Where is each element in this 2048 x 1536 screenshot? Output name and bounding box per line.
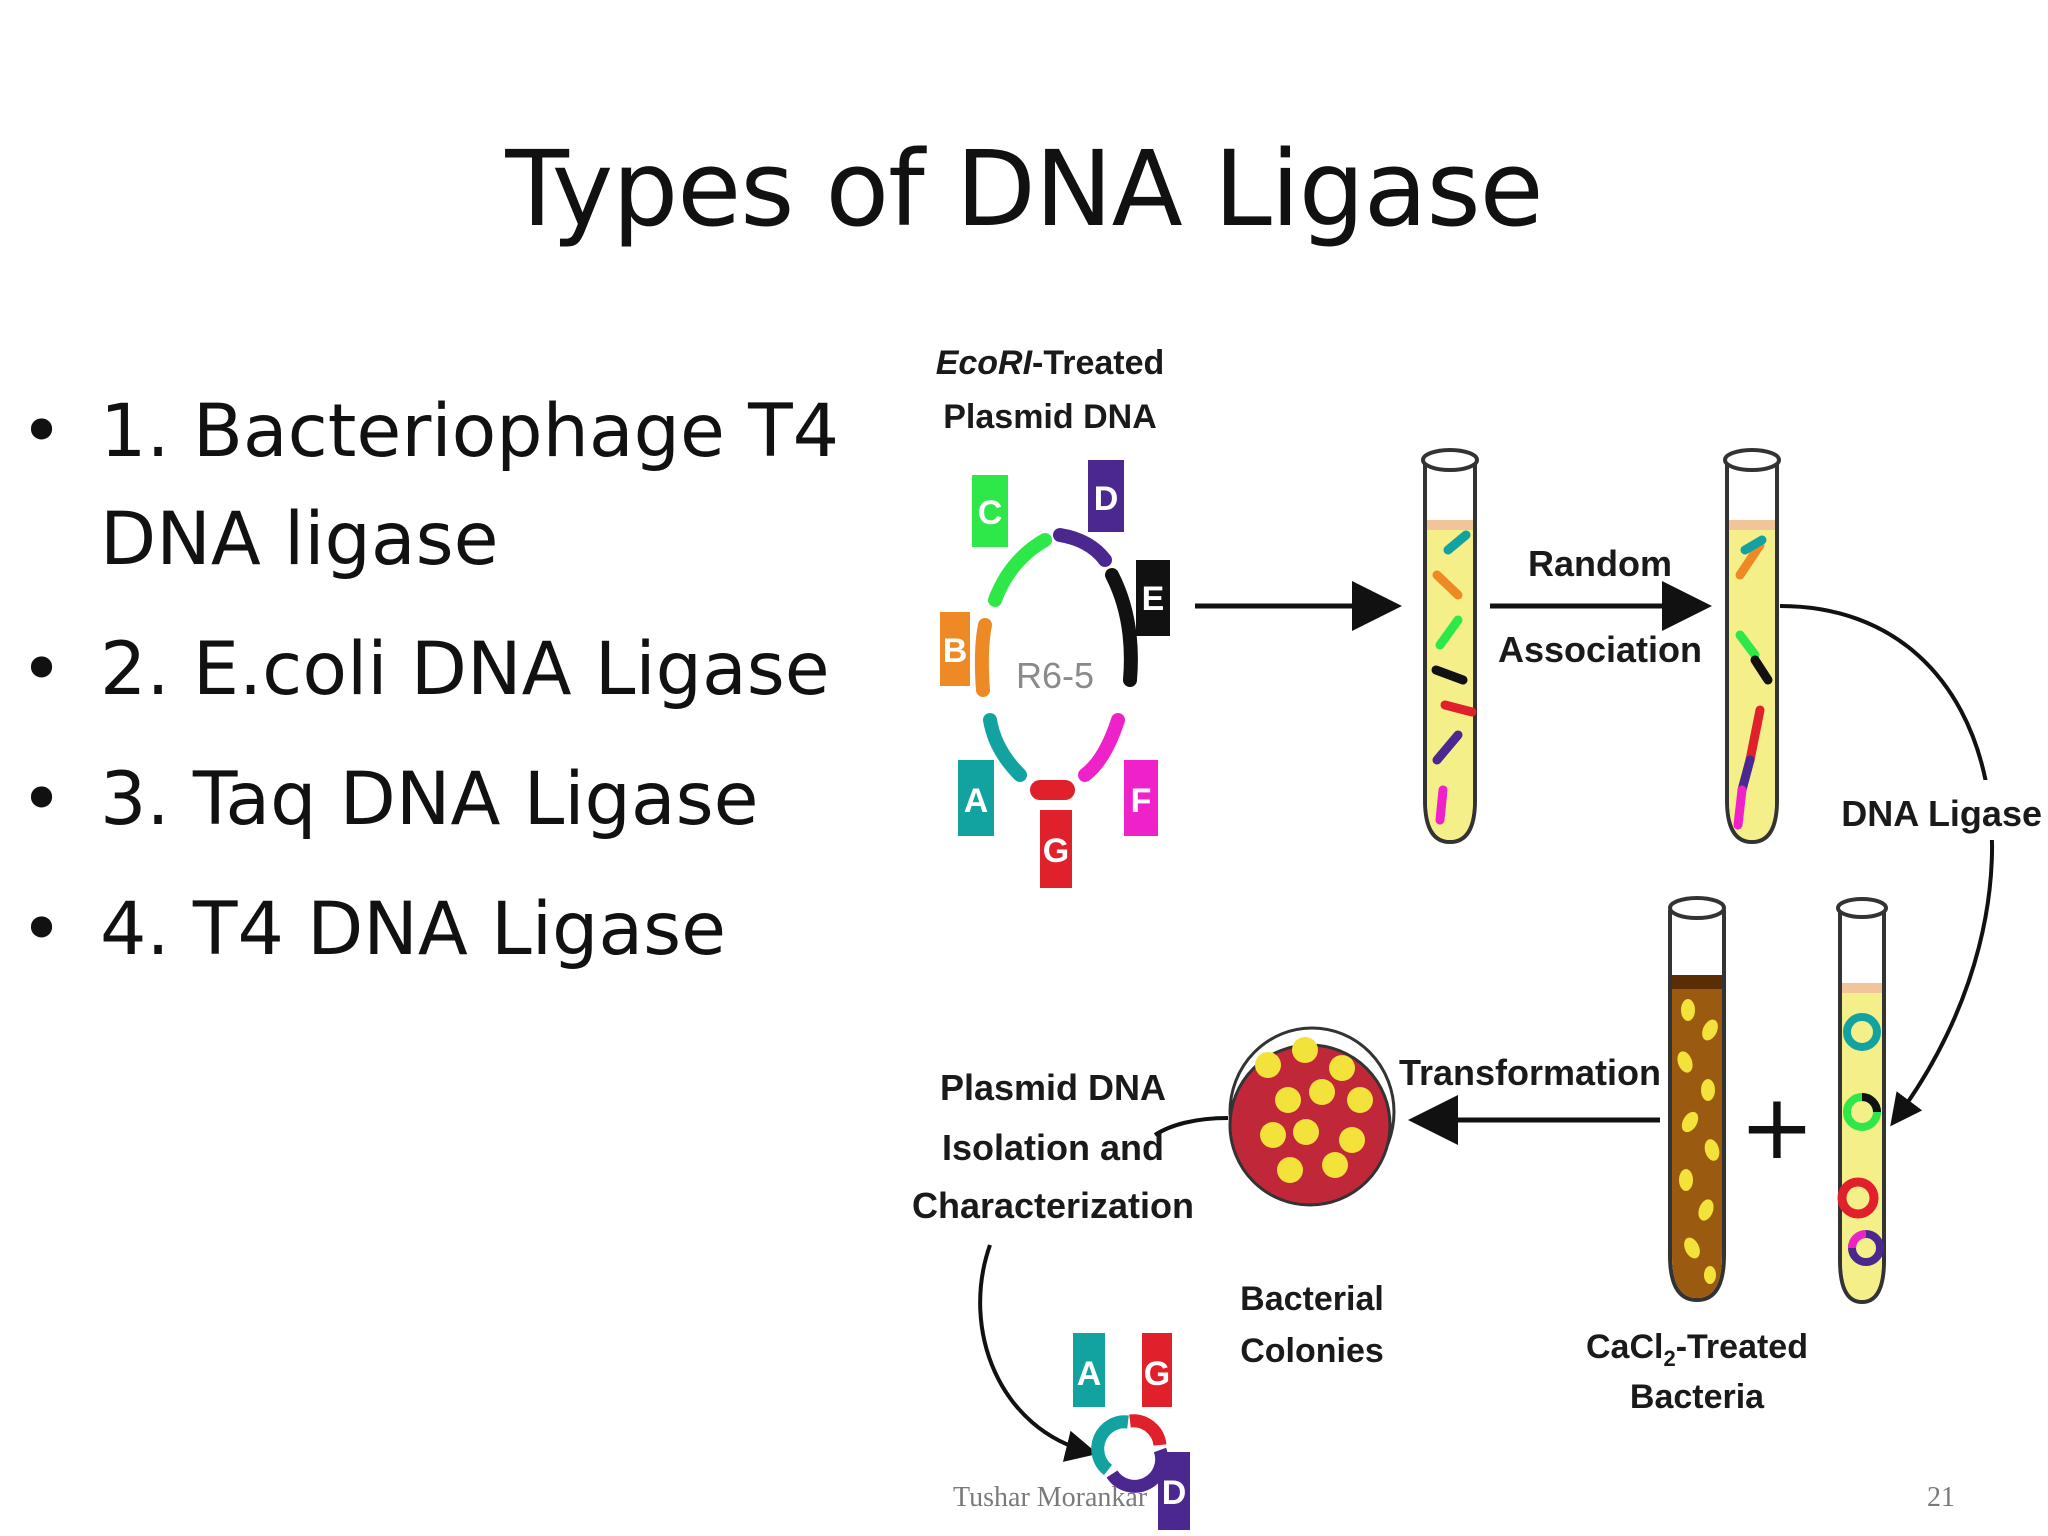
plasmid-label: EcoRI-Treated — [936, 344, 1165, 382]
tube-fragments — [1421, 448, 1479, 845]
footer-author: Tushar Morankar — [953, 1482, 1148, 1513]
plasmid-segment-f — [1078, 713, 1125, 782]
plasmid-segment-d — [1053, 528, 1112, 567]
bullet-text: 2. E.coli DNA Ligase — [100, 627, 830, 712]
fragment-letter-c: C — [978, 494, 1003, 532]
isolation-label: Plasmid DNA — [940, 1067, 1166, 1108]
result-letter-a: A — [1077, 1355, 1102, 1393]
bullet-dot: • — [20, 627, 64, 712]
bacterial-colonies — [1255, 1037, 1373, 1183]
result-letter-d: D — [1162, 1474, 1187, 1512]
cacl-label: CaCl2-Treated — [1586, 1328, 1808, 1371]
petri-dish — [1228, 1026, 1396, 1207]
result-box-d — [1158, 1452, 1190, 1530]
bullet-dot: • — [20, 887, 64, 972]
random-label: Random — [1528, 543, 1672, 584]
fragment-letter-d: D — [1094, 480, 1119, 518]
fragment-labels: C D E B A F G — [940, 460, 1170, 888]
colonies-label-line2: Colonies — [1240, 1332, 1384, 1370]
page-number: 21 — [1927, 1482, 1955, 1513]
plasmid-segment-c — [988, 533, 1052, 607]
transformation-label: Transformation — [1399, 1052, 1661, 1093]
bullet-text: 1. Bacteriophage T4 DNA ligase — [100, 389, 840, 582]
fragment-letter-f: F — [1131, 782, 1152, 820]
fragment-box-b — [940, 612, 970, 686]
bullet-item: • 1. Bacteriophage T4 DNA ligase — [20, 378, 880, 594]
tube-ligated — [1836, 897, 1888, 1305]
slide-title: Types of DNA Ligase — [505, 128, 1543, 250]
fragment-letter-a: A — [964, 782, 989, 820]
plasmid-name: R6-5 — [1016, 655, 1094, 696]
result-box-a — [1073, 1333, 1105, 1407]
bullet-dot: • — [20, 757, 64, 842]
plasmid-segment-a — [983, 713, 1027, 782]
bacteria-label: Bacteria — [1630, 1378, 1765, 1416]
ligase-label: DNA Ligase — [1841, 793, 2042, 834]
fragment-letter-g: G — [1043, 832, 1069, 870]
bullet-text: 3. Taq DNA Ligase — [100, 757, 759, 842]
bullet-text: 4. T4 DNA Ligase — [100, 887, 727, 972]
plus-sign: + — [1739, 1075, 1814, 1180]
isolation-label-line2: Isolation and — [942, 1127, 1164, 1168]
bullet-dot: • — [20, 389, 64, 474]
fragment-box-c — [972, 475, 1008, 547]
tube-associated — [1723, 448, 1781, 845]
fragment-box-a — [958, 760, 994, 836]
recombinant-plasmid: A G D — [1073, 1333, 1190, 1530]
bullet-item: • 4. T4 DNA Ligase — [20, 876, 880, 984]
fragment-box-f — [1124, 760, 1158, 836]
result-letter-g: G — [1144, 1355, 1170, 1393]
bullet-list: • 1. Bacteriophage T4 DNA ligase • 2. E.co… — [20, 378, 880, 1006]
isolation-label-line3: Characterization — [912, 1185, 1194, 1226]
tube-bacteria — [1668, 896, 1726, 1303]
isolation-connector — [1153, 1116, 1229, 1137]
association-label: Association — [1498, 629, 1702, 670]
result-box-g — [1142, 1333, 1172, 1407]
plasmid-segment-b — [974, 618, 992, 697]
bullet-item: • 2. E.coli DNA Ligase — [20, 616, 880, 724]
ligase-arrow — [1779, 604, 1994, 1127]
plasmid-ring — [974, 528, 1138, 800]
fragment-box-e — [1136, 560, 1170, 636]
plasmid-label-line2: Plasmid DNA — [943, 398, 1157, 436]
plasmid-segment-e — [1105, 568, 1138, 687]
bullet-item: • 3. Taq DNA Ligase — [20, 746, 880, 854]
fragment-box-d — [1088, 460, 1124, 532]
fragment-letter-e: E — [1142, 580, 1165, 618]
fragment-letter-b: B — [943, 632, 968, 670]
colonies-label: Bacterial — [1240, 1280, 1384, 1318]
characterization-arrow — [978, 1244, 1098, 1462]
fragment-box-g — [1040, 810, 1072, 888]
